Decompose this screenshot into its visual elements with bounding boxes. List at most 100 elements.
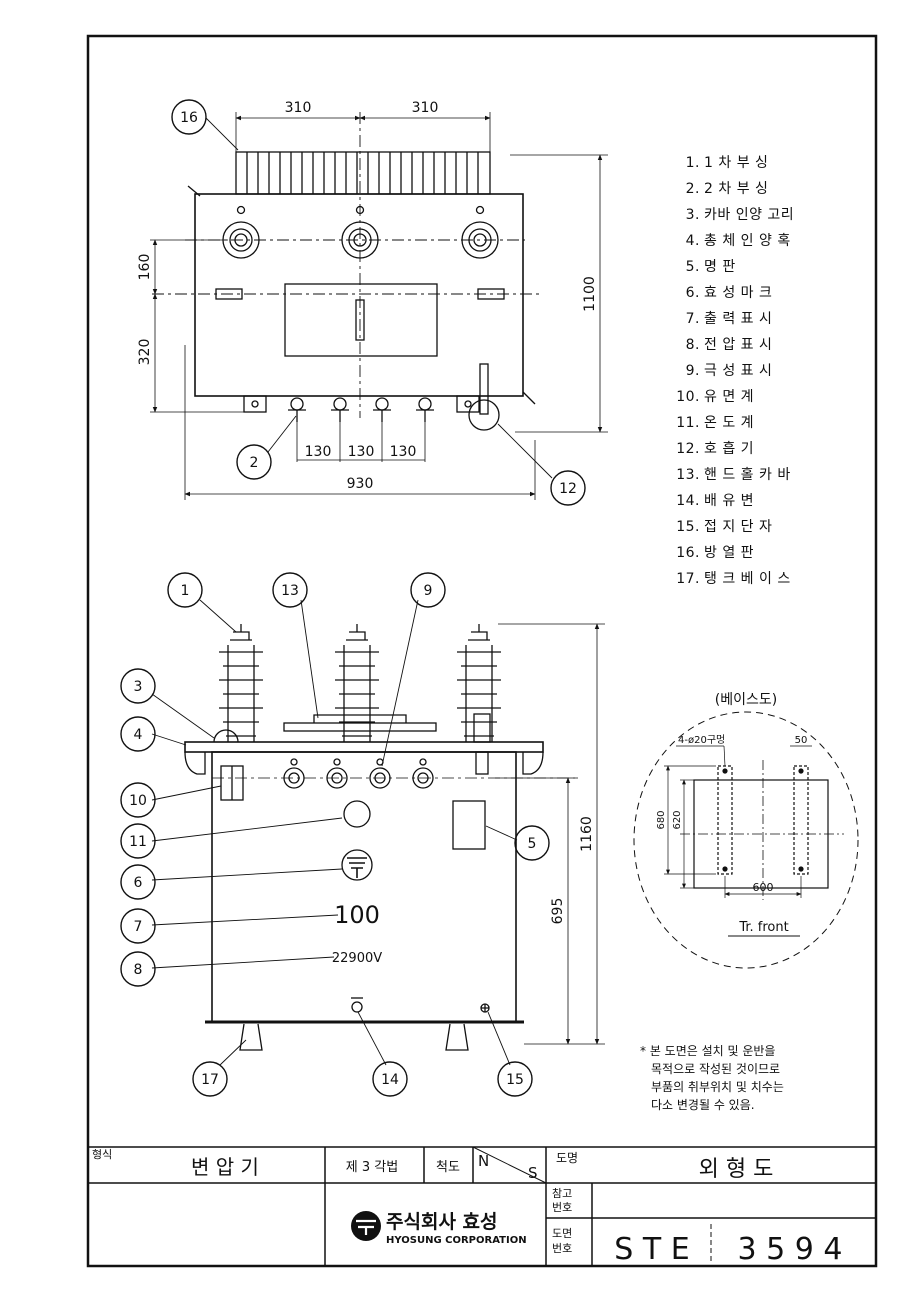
part-name-10: 유 면 계 xyxy=(704,389,754,405)
part-no-3: 3. xyxy=(686,207,700,223)
base-title: (베이스도) xyxy=(715,692,777,708)
type-value: 변 압 기 xyxy=(191,1155,259,1179)
part-no-11: 11. xyxy=(676,415,700,431)
callout-4-label: 4 xyxy=(134,727,143,743)
callout-9-label: 9 xyxy=(424,583,433,599)
dwg-label-1: 도면 xyxy=(552,1227,572,1240)
nameplate xyxy=(452,800,486,850)
callout-12 xyxy=(550,470,586,506)
primary-bushings-top xyxy=(222,205,499,259)
scale-label: 척도 xyxy=(436,1160,460,1175)
callout-10 xyxy=(120,782,156,818)
top-view xyxy=(150,99,608,506)
part-name-12: 호 흡 기 xyxy=(704,441,754,457)
part-name-11: 온 도 계 xyxy=(704,415,754,431)
dim-620: 620 xyxy=(672,810,683,829)
drawing-border xyxy=(86,34,878,1268)
callout-2-label: 2 xyxy=(250,455,259,471)
part-no-6: 6. xyxy=(686,285,700,301)
callout-14 xyxy=(372,1061,408,1097)
drawing-prefix: S T E xyxy=(614,1232,689,1267)
type-label: 형식 xyxy=(92,1148,112,1161)
part-no-14: 14. xyxy=(676,493,700,509)
dim-160: 160 xyxy=(137,254,153,281)
dim-320: 320 xyxy=(137,339,153,366)
note-line-4: 다소 변경될 수 있음. xyxy=(651,1098,755,1112)
part-no-16: 16. xyxy=(676,545,700,561)
callout-7 xyxy=(120,908,156,944)
dim-50: 50 xyxy=(795,735,808,746)
callout-3 xyxy=(120,668,156,704)
front-label: Tr. front xyxy=(738,920,788,935)
part-no-10: 10. xyxy=(676,389,700,405)
callout-8 xyxy=(120,951,156,987)
callout-17-label: 17 xyxy=(201,1072,219,1088)
part-no-9: 9. xyxy=(686,363,700,379)
part-name-6: 효 성 마 크 xyxy=(704,285,772,301)
base-detail xyxy=(633,711,859,969)
tank-cover-front xyxy=(184,741,544,753)
callout-15 xyxy=(497,1061,533,1097)
part-name-4: 총 체 인 양 혹 xyxy=(704,233,791,249)
dim-1100: 1100 xyxy=(582,276,598,312)
base-rail-left xyxy=(717,765,733,875)
callout-10-label: 10 xyxy=(129,793,147,809)
dim-310-right: 310 xyxy=(412,100,439,116)
part-name-9: 극 성 표 시 xyxy=(704,363,772,379)
callout-13-label: 13 xyxy=(281,583,299,599)
callout-6 xyxy=(120,864,156,900)
part-no-1: 1. xyxy=(686,155,700,171)
callout-1 xyxy=(167,572,203,608)
part-name-2: 2 차 부 싱 xyxy=(704,181,768,197)
callout-1-label: 1 xyxy=(181,583,190,599)
callout-12-label: 12 xyxy=(559,481,577,497)
callout-15-label: 15 xyxy=(506,1072,524,1088)
scale-n: N xyxy=(478,1152,489,1170)
dim-130-2: 130 xyxy=(348,444,375,460)
dim-1160: 1160 xyxy=(579,816,595,852)
callout-14-label: 14 xyxy=(381,1072,399,1088)
breather-top xyxy=(468,363,500,431)
method: 제 3 각법 xyxy=(346,1160,398,1175)
part-no-12: 12. xyxy=(676,441,700,457)
callout-8-label: 8 xyxy=(134,962,143,978)
callout-5 xyxy=(514,825,550,861)
part-name-5: 명 판 xyxy=(704,259,736,275)
dim-695: 695 xyxy=(550,898,566,925)
ref-label-1: 참고 xyxy=(552,1187,572,1200)
name-value: 외 형 도 xyxy=(699,1157,774,1182)
part-no-2: 2. xyxy=(686,181,700,197)
front-view xyxy=(120,572,605,1097)
part-name-16: 방 열 판 xyxy=(704,545,754,561)
callout-5-label: 5 xyxy=(528,836,537,852)
part-name-3: 카바 인양 고리 xyxy=(704,207,794,223)
callout-16-label: 16 xyxy=(180,110,198,126)
voltage-mark: 22900V xyxy=(332,951,382,966)
part-name-15: 접 지 단 자 xyxy=(704,519,772,535)
part-no-5: 5. xyxy=(686,259,700,275)
base-rail-right xyxy=(793,765,809,875)
note-line-3: 부품의 취부위치 및 치수는 xyxy=(651,1080,784,1094)
handhole-cover-top xyxy=(284,283,438,357)
top-view-labels: 16 2 12 310 310 160 320 1100 130 130 130… xyxy=(137,100,598,497)
lifting-ring xyxy=(213,729,239,743)
part-name-17: 탱 크 베 이 스 xyxy=(704,571,791,587)
dim-310-left: 310 xyxy=(285,100,312,116)
dim-130-3: 130 xyxy=(390,444,417,460)
scale-s: S xyxy=(528,1164,538,1182)
note-line-2: 목적으로 작성된 것이므로 xyxy=(651,1062,780,1076)
handhole-cover-front xyxy=(283,722,437,732)
dim-600: 600 xyxy=(753,881,774,894)
callout-16 xyxy=(171,99,207,135)
dwg-label-2: 번호 xyxy=(552,1242,572,1255)
note-line-1: * 본 도면은 설치 및 운반을 xyxy=(640,1044,775,1058)
callout-13 xyxy=(272,572,308,608)
output-mark: 100 xyxy=(334,901,380,929)
part-no-4: 4. xyxy=(686,233,700,249)
note: * 본 도면은 설치 및 운반을 목적으로 작성된 것이므로 부품의 취부위치 … xyxy=(640,1044,784,1112)
tank-front xyxy=(211,751,517,1023)
company-name-ko: 주식회사 효성 xyxy=(386,1211,498,1233)
part-no-8: 8. xyxy=(686,337,700,353)
hole-label: 4-ø20구멍 xyxy=(678,734,725,746)
